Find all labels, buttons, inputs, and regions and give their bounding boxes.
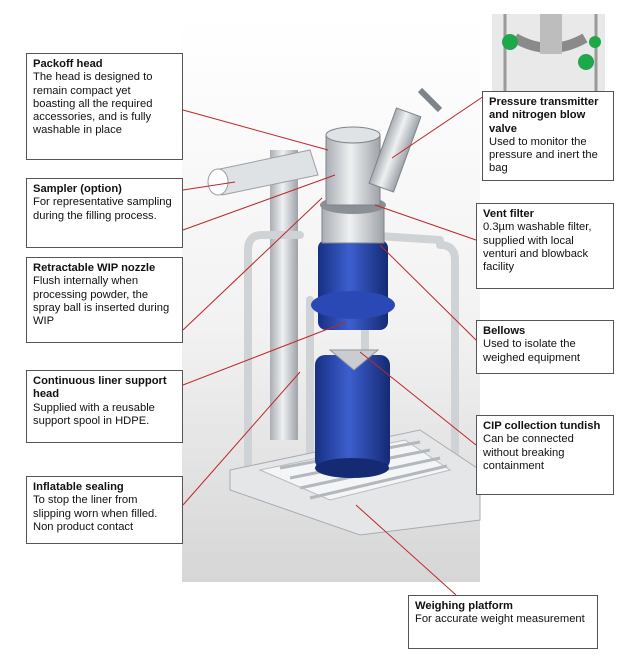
callout-vent-filter: Vent filter 0.3µm washable filter, suppl… xyxy=(476,203,614,289)
callout-packoff-head: Packoff head The head is designed to rem… xyxy=(26,53,183,160)
callout-cip-tundish: CIP collection tundish Can be connected … xyxy=(476,415,614,495)
callout-sampler: Sampler (option) For representative samp… xyxy=(26,178,183,248)
callout-liner-support: Continuous liner support head Supplied w… xyxy=(26,370,183,443)
leader-lines xyxy=(182,91,491,596)
lower-drum xyxy=(315,349,390,478)
callout-cip-title: CIP collection tundish xyxy=(483,420,601,432)
callout-liner-body: Supplied with a reusable support spool i… xyxy=(33,401,155,427)
upper-drum xyxy=(311,240,395,330)
callout-sealing-body: To stop the liner from slipping worn whe… xyxy=(33,494,158,533)
callout-bellows-title: Bellows xyxy=(483,325,526,337)
callout-sampler-body: For representative sampling during the f… xyxy=(33,196,172,222)
callout-wip-nozzle: Retractable WIP nozzle Flush internally … xyxy=(26,257,183,343)
callout-vent-title: Vent filter xyxy=(483,208,534,220)
sampler-arm xyxy=(207,149,319,196)
inset-photo xyxy=(492,14,605,94)
callout-weighing-platform: Weighing platform For accurate weight me… xyxy=(408,595,598,649)
callout-wip-body: Flush internally when processing powder,… xyxy=(33,275,170,328)
callout-packoff-body: The head is designed to remain compact y… xyxy=(33,71,153,137)
callout-bellows-body: Used to isolate the weighed equipment xyxy=(483,338,581,364)
callout-weighing-body: For accurate weight measurement xyxy=(415,613,585,626)
packoff-head-shape xyxy=(320,87,443,244)
callout-pressure-title: Pressure transmitter and nitrogen blow v… xyxy=(489,96,599,135)
callout-wip-title: Retractable WIP nozzle xyxy=(33,262,156,274)
callout-sampler-title: Sampler (option) xyxy=(33,183,122,195)
callout-vent-body: 0.3µm washable filter, supplied with loc… xyxy=(483,221,592,274)
callout-bellows: Bellows Used to isolate the weighed equi… xyxy=(476,320,614,374)
callout-sealing-title: Inflatable sealing xyxy=(33,481,124,493)
callout-weighing-title: Weighing platform xyxy=(415,600,513,612)
callout-cip-body: Can be connected without breaking contai… xyxy=(483,433,574,472)
callout-liner-title: Continuous liner support head xyxy=(33,375,167,401)
callout-pressure-body: Used to monitor the pressure and inert t… xyxy=(489,135,598,175)
support-column xyxy=(270,150,298,440)
callout-packoff-title: Packoff head xyxy=(33,58,103,70)
callout-inflatable-sealing: Inflatable sealing To stop the liner fro… xyxy=(26,476,183,544)
callout-pressure-transmitter: Pressure transmitter and nitrogen blow v… xyxy=(482,91,614,181)
